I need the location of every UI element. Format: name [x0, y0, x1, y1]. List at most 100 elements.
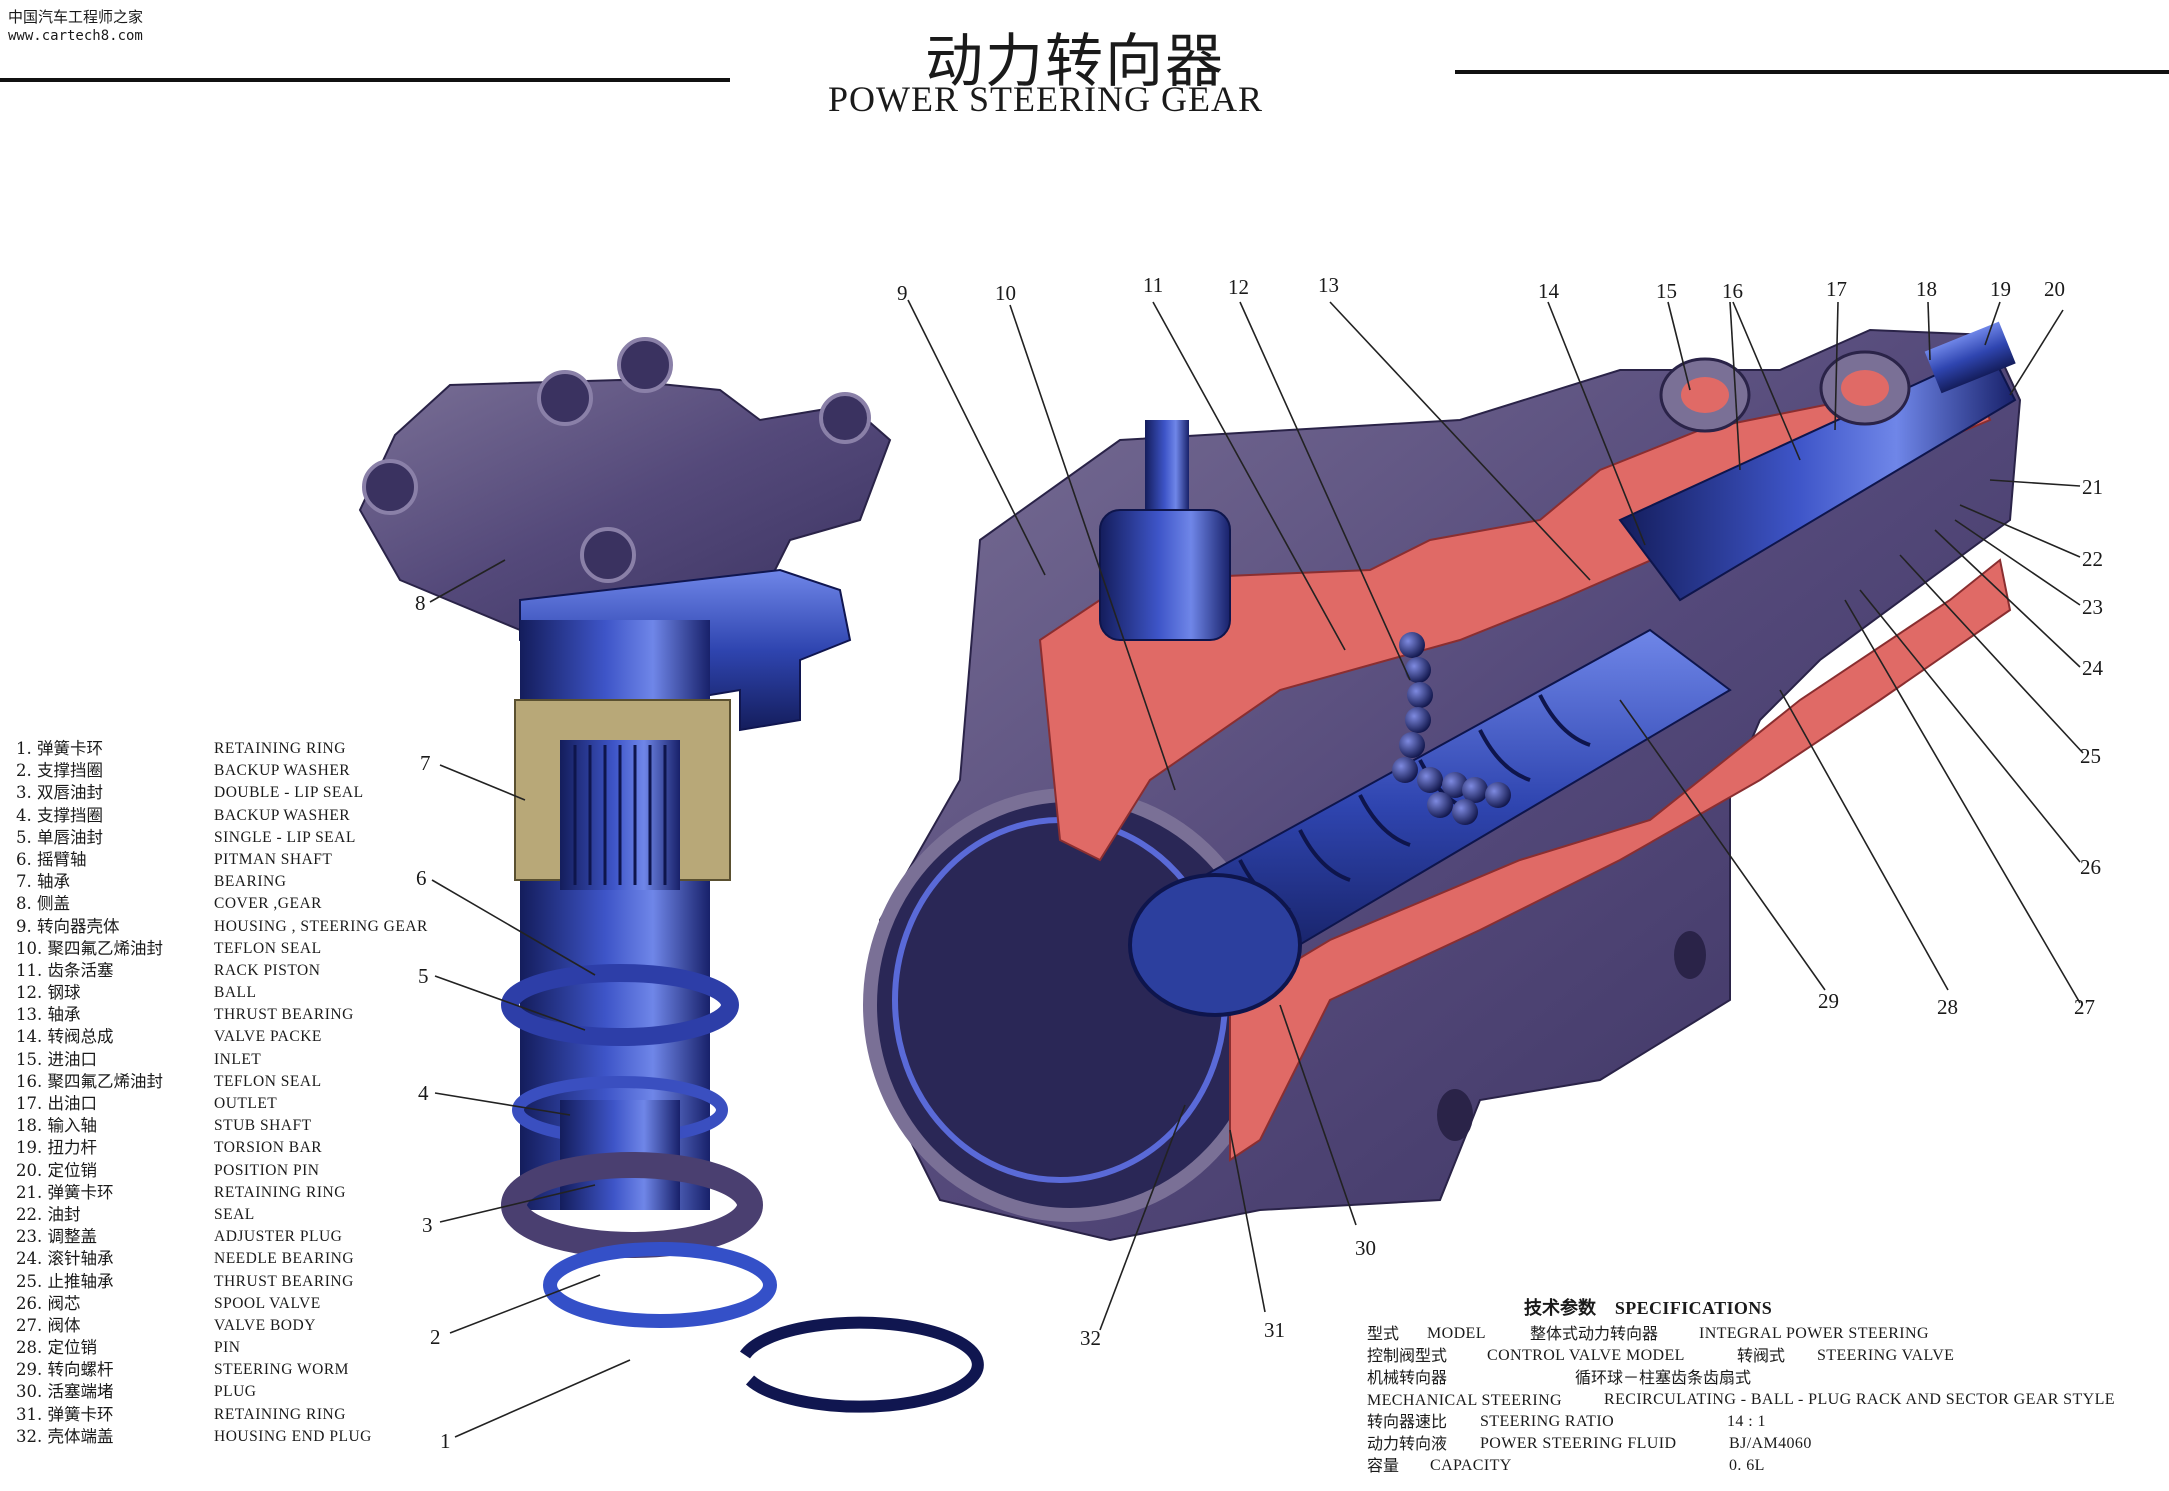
adjuster-nut: [1099, 509, 1231, 641]
callout-7: 7: [420, 751, 431, 775]
legend-item-cn: 12. 钢球: [16, 983, 81, 1003]
mount-hole: [1437, 1089, 1473, 1141]
legend-item-cn: 26. 阀芯: [16, 1293, 81, 1313]
legend-item-en: SEAL: [214, 1205, 255, 1223]
callout-32: 32: [1080, 1326, 1101, 1350]
legend-item-en: INLET: [214, 1050, 262, 1068]
spec-fluid-value: BJ/AM4060: [1729, 1435, 1812, 1452]
mount-hole: [1674, 931, 1706, 979]
legend-item-en: STUB SHAFT: [214, 1117, 312, 1135]
backup-washer-lower: [543, 1242, 777, 1328]
legend-item-en: BALL: [214, 984, 257, 1002]
legend-item-cn: 29. 转向螺杆: [16, 1360, 114, 1380]
legend-item-en: HOUSING , STEERING GEAR: [214, 917, 428, 935]
legend-item-en: OUTLET: [214, 1095, 278, 1112]
callout-20: 20: [2044, 277, 2065, 301]
legend-item-cn: 17. 出油口: [16, 1094, 97, 1113]
legend-item-en: RETAINING RING: [214, 740, 346, 757]
watermark-url: www.cartech8.com: [8, 28, 143, 44]
piston-plug: [1128, 873, 1302, 1017]
callout-27: 27: [2074, 995, 2095, 1019]
legend-item-en: PITMAN SHAFT: [214, 850, 333, 868]
spec-valve-cn: 控制阀型式: [1367, 1346, 1448, 1365]
legend-item-en: TEFLON SEAL: [214, 939, 322, 957]
spec-mech-row: 机械转向器 循环球－柱塞齿条齿扇式: [1367, 1367, 1751, 1389]
cover-bolt-hole: [580, 527, 636, 583]
callout-18: 18: [1916, 277, 1937, 301]
callout-13: 13: [1318, 273, 1339, 297]
watermark: 中国汽车工程师之家 www.cartech8.com: [8, 8, 143, 46]
spec-heading-en: SPECIFICATIONS: [1614, 1298, 1773, 1318]
spec-mech-value-cn: 循环球－柱塞齿条齿扇式: [1575, 1368, 1752, 1387]
callout-17: 17: [1826, 277, 1847, 301]
cover-bolt-hole: [537, 370, 593, 426]
legend-item-en: RETAINING RING: [214, 1183, 346, 1201]
legend-item-en: COVER ,GEAR: [214, 895, 322, 913]
legend-item-cn: 22. 油封: [16, 1204, 81, 1224]
callout-12: 12: [1228, 275, 1249, 299]
leader-lines: [429, 299, 2084, 1438]
spec-valve-row: 控制阀型式 CONTROL VALVE MODEL 转阀式 STEERING V…: [1367, 1345, 1954, 1367]
callout-10: 10: [995, 281, 1016, 305]
legend-item-en: NEEDLE BEARING: [214, 1250, 355, 1268]
callout-5: 5: [418, 964, 429, 988]
legend-item-cn: 8. 侧盖: [16, 894, 70, 914]
legend-item-en: VALVE PACKE: [214, 1028, 322, 1046]
callout-21: 21: [2082, 475, 2103, 499]
callout-14: 14: [1538, 279, 1560, 303]
spec-mech-en: MECHANICAL STEERING: [1367, 1392, 1562, 1409]
stub-shaft: [1924, 321, 2016, 394]
legend-item-en: POSITION PIN: [214, 1161, 320, 1179]
legend-item-cn: 23. 调整盖: [16, 1227, 97, 1247]
spec-model-value-en: INTEGRAL POWER STEERING: [1699, 1325, 1929, 1342]
retaining-ring: [740, 1316, 984, 1413]
legend-item-cn: 31. 弹簧卡环: [16, 1404, 114, 1424]
pitman-shaft-assembly: [358, 337, 984, 1413]
spec-fluid-row: 动力转向液 POWER STEERING FLUID BJ/AM4060: [1367, 1433, 1811, 1455]
title-rule-left: [0, 78, 730, 82]
legend-item-cn: 30. 活塞端堵: [16, 1382, 114, 1402]
title-rule-right: [1455, 70, 2169, 74]
legend-item-cn: 28. 定位销: [16, 1338, 97, 1358]
callout-numbers: 1 2 3 4 5 6 7 8 9 10 11 12 13 14 15 16 1…: [415, 273, 2104, 1453]
housing-section-lower: [1229, 558, 2012, 1162]
legend-item-cn: 19. 扭力杆: [16, 1138, 97, 1158]
legend-item-en: PIN: [214, 1339, 241, 1357]
recirculating-balls: [1392, 632, 1511, 825]
spec-mech-cn: 机械转向器: [1367, 1368, 1448, 1387]
legend-item-en: VALVE BODY: [214, 1316, 316, 1334]
watermark-name: 中国汽车工程师之家: [8, 8, 144, 26]
cover-bolt-hole: [617, 337, 673, 393]
legend-item-en: TORSION BAR: [214, 1139, 323, 1157]
legend-item-en: RACK PISTON: [214, 961, 321, 979]
legend-item-en: ADJUSTER PLUG: [214, 1228, 343, 1246]
callout-16: 16: [1722, 279, 1743, 303]
legend-item-cn: 1. 弹簧卡环: [16, 739, 103, 758]
callout-24: 24: [2082, 656, 2104, 680]
legend-item-cn: 2. 支撑挡圈: [16, 761, 103, 781]
legend-item-cn: 16. 聚四氟乙烯油封: [16, 1071, 163, 1091]
single-lip-seal: [501, 964, 739, 1046]
spec-capacity-en: CAPACITY: [1430, 1457, 1512, 1474]
callout-15: 15: [1656, 279, 1677, 303]
spec-valve-value-cn: 转阀式: [1737, 1346, 1786, 1365]
callout-11: 11: [1143, 273, 1163, 297]
legend-item-cn: 20. 定位销: [16, 1160, 97, 1180]
callout-29: 29: [1818, 989, 1839, 1013]
spec-valve-en: CONTROL VALVE MODEL: [1487, 1347, 1685, 1364]
spec-ratio-cn: 转向器速比: [1367, 1412, 1448, 1431]
legend-item-cn: 10. 聚四氟乙烯油封: [16, 938, 163, 958]
legend-item-en: SINGLE - LIP SEAL: [214, 828, 356, 846]
gear-housing-cutaway: [863, 321, 2022, 1242]
legend-item-cn: 13. 轴承: [16, 1005, 81, 1025]
page-title-cn: 动力转向器: [925, 27, 1226, 95]
legend-item-en: THRUST BEARING: [214, 1272, 354, 1290]
legend-item-cn: 6. 摇臂轴: [16, 849, 87, 869]
spec-mech-en-row: MECHANICAL STEERING RECIRCULATING - BALL…: [1367, 1389, 2115, 1412]
legend-item-cn: 24. 滚针轴承: [16, 1249, 114, 1269]
spec-model-row: 型式 MODEL 整体式动力转向器 INTEGRAL POWER STEERIN…: [1367, 1323, 1929, 1345]
spec-model-cn: 型式: [1367, 1324, 1400, 1343]
legend-item-cn: 27. 阀体: [16, 1315, 81, 1335]
legend-item-cn: 3. 双唇油封: [16, 783, 103, 803]
